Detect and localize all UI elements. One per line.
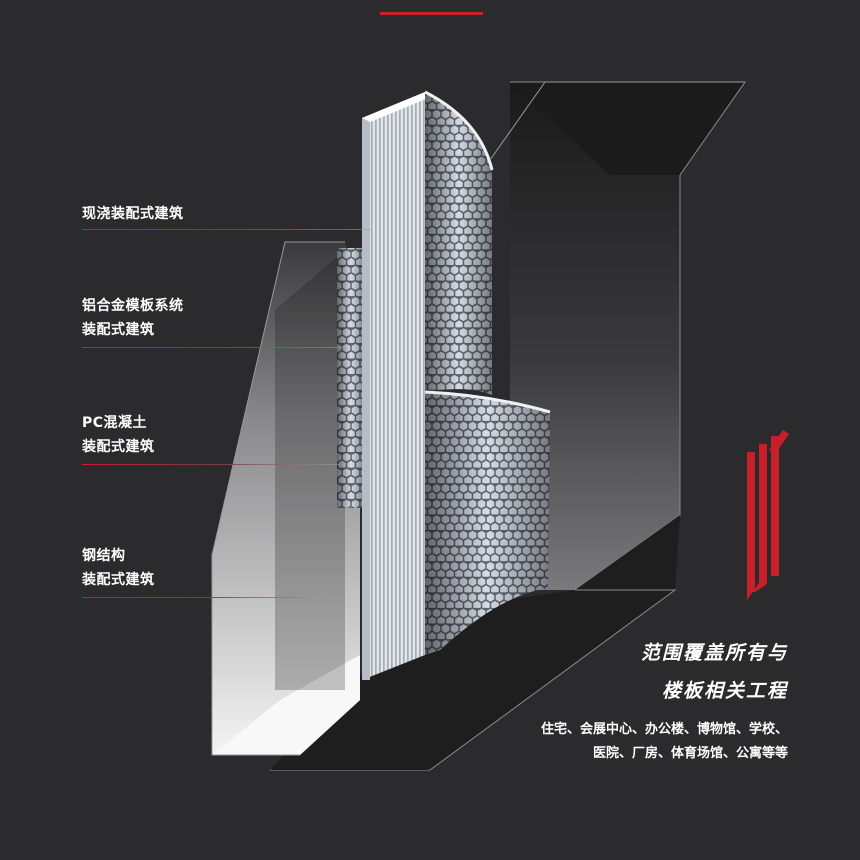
- category-line: 装配式建筑: [82, 439, 155, 455]
- category-line: 铝合金模板系统: [82, 298, 184, 314]
- category-divider: [82, 597, 326, 598]
- category-divider: [82, 464, 340, 465]
- category-line: 装配式建筑: [82, 322, 155, 338]
- category-steel-structure: 钢结构 装配式建筑: [82, 544, 155, 592]
- category-pc-concrete: PC混凝土 装配式建筑: [82, 411, 155, 459]
- red-parallel-stripes-icon: [747, 430, 789, 600]
- category-line: 装配式建筑: [82, 572, 155, 588]
- headline-line-1: 范围覆盖所有与: [640, 642, 788, 664]
- headline-line-2: 楼板相关工程: [661, 680, 788, 702]
- category-aluminum-formwork: 铝合金模板系统 装配式建筑: [82, 294, 184, 342]
- description-line-2: 医院、厂房、体育场馆、公寓等等: [592, 746, 788, 761]
- category-divider: [82, 229, 372, 230]
- top-accent-bar: [380, 12, 483, 15]
- category-cast-in-place: 现浇装配式建筑: [82, 202, 184, 226]
- category-line: PC混凝土: [82, 415, 148, 431]
- description-line-1: 住宅、会展中心、办公楼、博物馆、学校、: [540, 722, 788, 737]
- category-line: 钢结构: [82, 548, 126, 564]
- category-divider: [82, 347, 344, 348]
- category-line: 现浇装配式建筑: [82, 206, 184, 222]
